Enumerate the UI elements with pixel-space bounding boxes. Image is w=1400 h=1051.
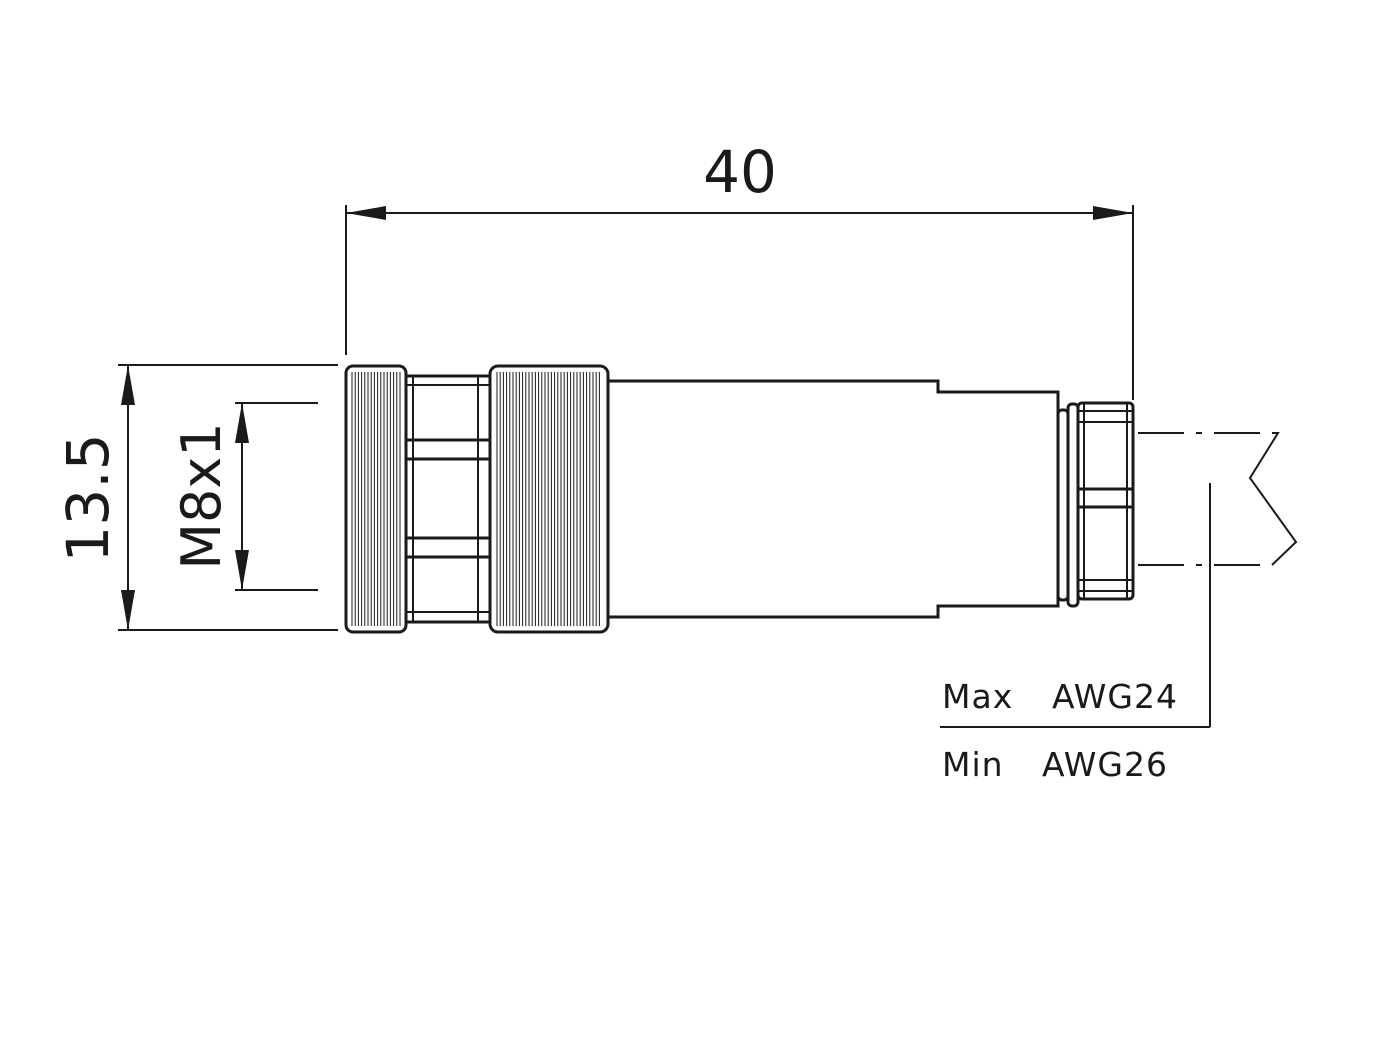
- cable-break-symbol: [1248, 432, 1298, 566]
- arrowhead-left: [346, 206, 386, 220]
- arrowhead-thread-bottom: [235, 550, 249, 590]
- max-value: AWG24: [1052, 677, 1178, 716]
- max-awg-label: Max AWG24: [942, 677, 1178, 716]
- arrowhead-bottom: [121, 590, 135, 630]
- thread-dimension: M8x1: [170, 402, 318, 591]
- knurl-pattern-1: [351, 372, 401, 626]
- arrowhead-top: [121, 365, 135, 405]
- min-value: AWG26: [1042, 745, 1168, 784]
- thread-label: M8x1: [170, 422, 233, 569]
- grip-ring: [488, 364, 610, 634]
- min-label: Min: [942, 745, 1004, 784]
- diameter-label: 13.5: [54, 433, 122, 562]
- arrowhead-right: [1093, 206, 1133, 220]
- max-label: Max: [942, 677, 1013, 716]
- knurl-pattern-2: [496, 372, 600, 626]
- length-dimension: 40: [345, 138, 1134, 400]
- min-awg-label: Min AWG26: [942, 745, 1168, 784]
- diameter-dimension: 13.5: [54, 364, 338, 631]
- length-label: 40: [703, 138, 777, 206]
- arrowhead-thread-top: [235, 403, 249, 443]
- gland-rings: [1056, 402, 1080, 608]
- hex-section: [404, 374, 492, 624]
- gland-nut: [1076, 401, 1135, 601]
- wire-gauge-callout: Max AWG24 Min AWG26: [940, 483, 1211, 784]
- housing: [608, 379, 1060, 619]
- cable: [1138, 432, 1298, 566]
- connector-body: [344, 364, 1135, 634]
